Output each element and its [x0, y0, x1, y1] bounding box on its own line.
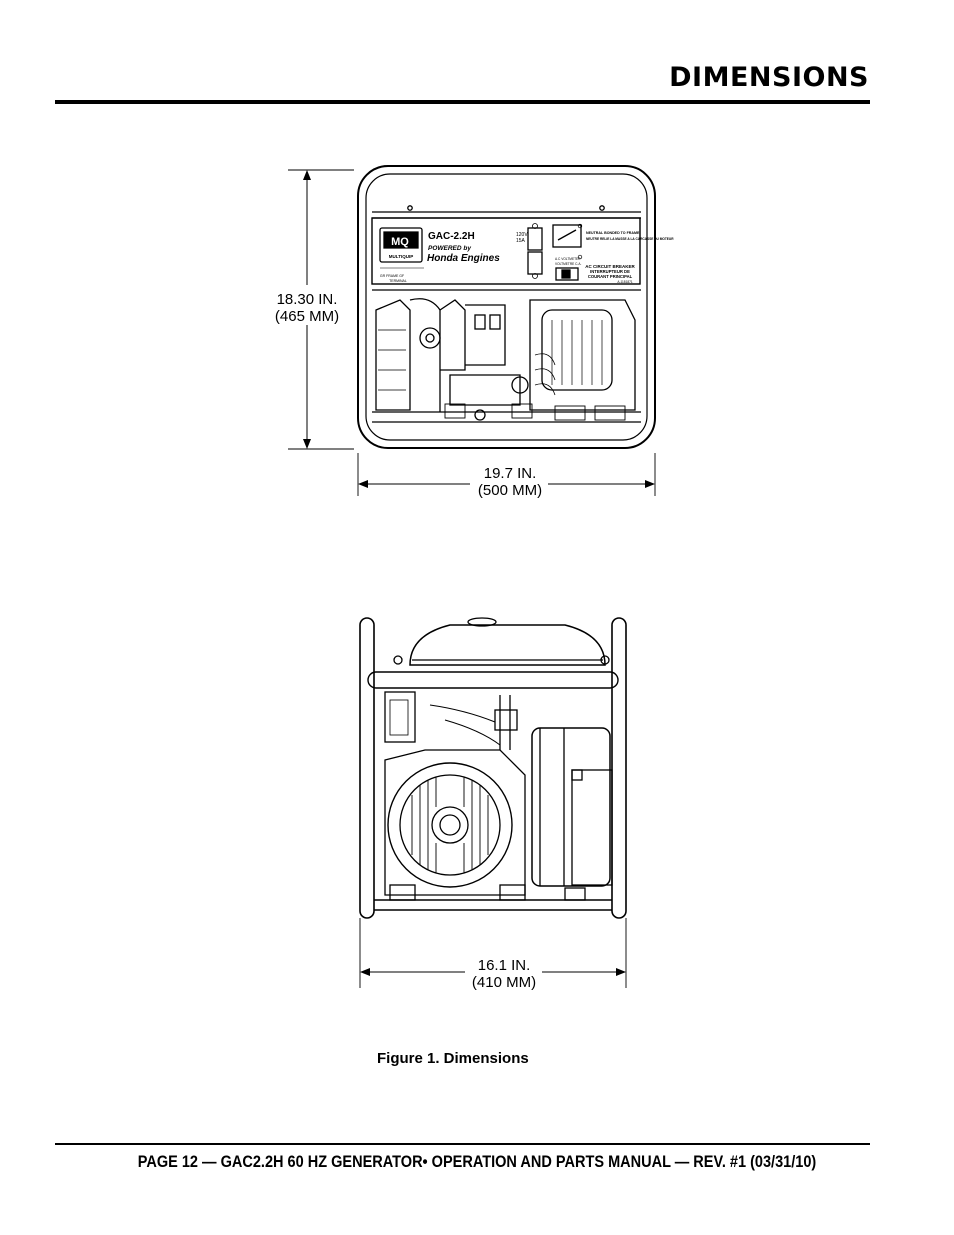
- figure-caption: Figure 1. Dimensions: [377, 1050, 529, 1067]
- panel-voltage: 120V: [516, 232, 528, 238]
- panel-breaker-fr-1: INTERRUPTEUR DE: [590, 269, 630, 274]
- side-width-in: 16.1 IN.: [477, 957, 531, 974]
- front-width-in: 19.7 IN.: [483, 465, 537, 482]
- front-width-dimension-label: 19.7 IN. (500 MM): [462, 465, 558, 499]
- mq-logo-text: MQ: [391, 236, 409, 248]
- panel-frame-text-2: TERMINAL: [389, 279, 407, 283]
- panel-model: GAC-2.2H: [428, 231, 475, 242]
- height-mm: (465 MM): [274, 308, 340, 325]
- footer-rule: [55, 1143, 870, 1145]
- side-width-mm: (410 MM): [471, 974, 537, 991]
- panel-powered-by: POWERED by: [428, 245, 471, 252]
- side-width-dimension-label: 16.1 IN. (410 MM): [456, 957, 552, 991]
- panel-neutral-note-fr: NEUTRE RELIE LA MASSE A LA CARCASSE DU M…: [586, 237, 674, 241]
- panel-ac-switch-fr: VOLTMETRE C.A.: [555, 262, 581, 266]
- side-view-drawing: [359, 617, 627, 988]
- front-width-mm: (500 MM): [477, 482, 543, 499]
- panel-engine: Honda Engines: [427, 253, 500, 264]
- page-title: DIMENSIONS: [669, 62, 869, 93]
- panel-part-no: A-1181871: [617, 280, 633, 284]
- panel-frame-text: GR FRAME GF: [380, 274, 404, 278]
- panel-amperage: 15A: [516, 238, 526, 244]
- panel-neutral-note: NEUTRAL BONDED TO FRAME: [586, 231, 640, 235]
- front-view-drawing: MQ MULTIQUIP GAC-2.2H POWERED by Honda E…: [288, 165, 674, 496]
- panel-breaker-fr-2: COURANT PRINCIPAL: [588, 274, 633, 279]
- header-rule: [55, 100, 870, 104]
- height-dimension-label: 18.30 IN. (465 MM): [262, 291, 352, 325]
- panel-breaker-title: AC CIRCUIT BREAKER: [585, 264, 635, 269]
- multiquip-text: MULTIQUIP: [389, 254, 413, 259]
- page-footer: PAGE 12 — GAC2.2H 60 HZ GENERATOR• OPERA…: [137, 1153, 817, 1171]
- panel-ac-switch: A.C VOLTMETER: [555, 257, 581, 261]
- height-in: 18.30 IN.: [276, 291, 338, 308]
